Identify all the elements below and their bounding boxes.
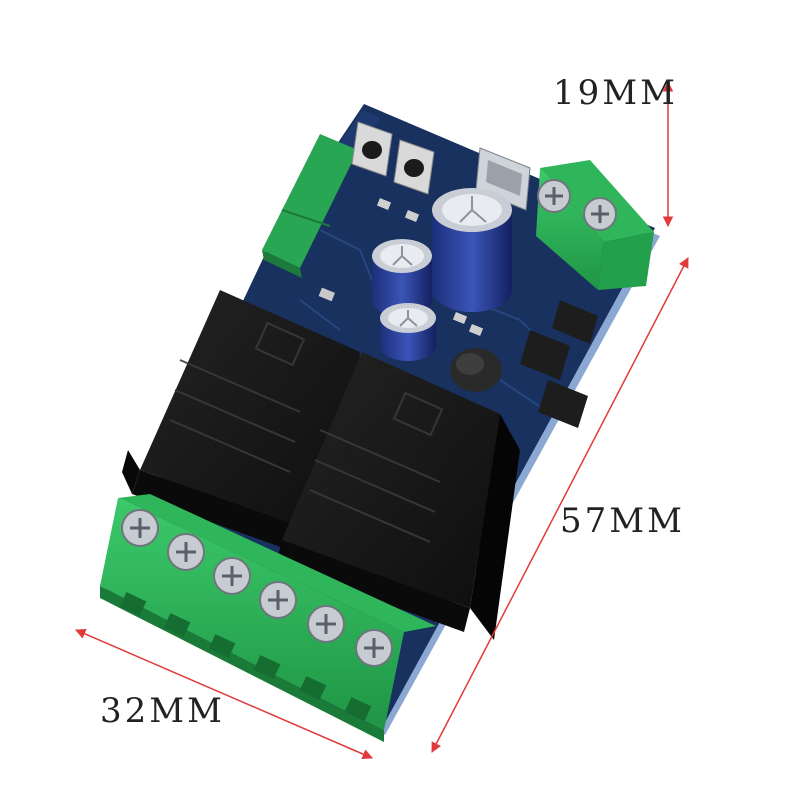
screw-icon	[121, 509, 159, 547]
width-dimension-label: 32MM	[100, 691, 225, 731]
inductor	[450, 348, 502, 392]
push-button-1	[351, 121, 393, 177]
capacitor-medium	[372, 239, 432, 317]
screw-icon	[167, 533, 205, 571]
capacitor-small	[380, 303, 436, 361]
screw-icon	[537, 179, 571, 213]
screw-icon	[355, 629, 393, 667]
length-dimension-label: 57MM	[560, 501, 685, 541]
screw-icon	[259, 581, 297, 619]
screw-icon	[307, 605, 345, 643]
width-dimension-arrow	[75, 628, 373, 760]
length-dimension-arrow	[431, 257, 689, 753]
push-button-2	[393, 139, 435, 195]
height-dimension-label: 19MM	[553, 73, 678, 113]
screw-icon	[213, 557, 251, 595]
side-module	[262, 134, 358, 278]
capacitor-large	[432, 188, 512, 312]
screw-icon	[583, 197, 617, 231]
